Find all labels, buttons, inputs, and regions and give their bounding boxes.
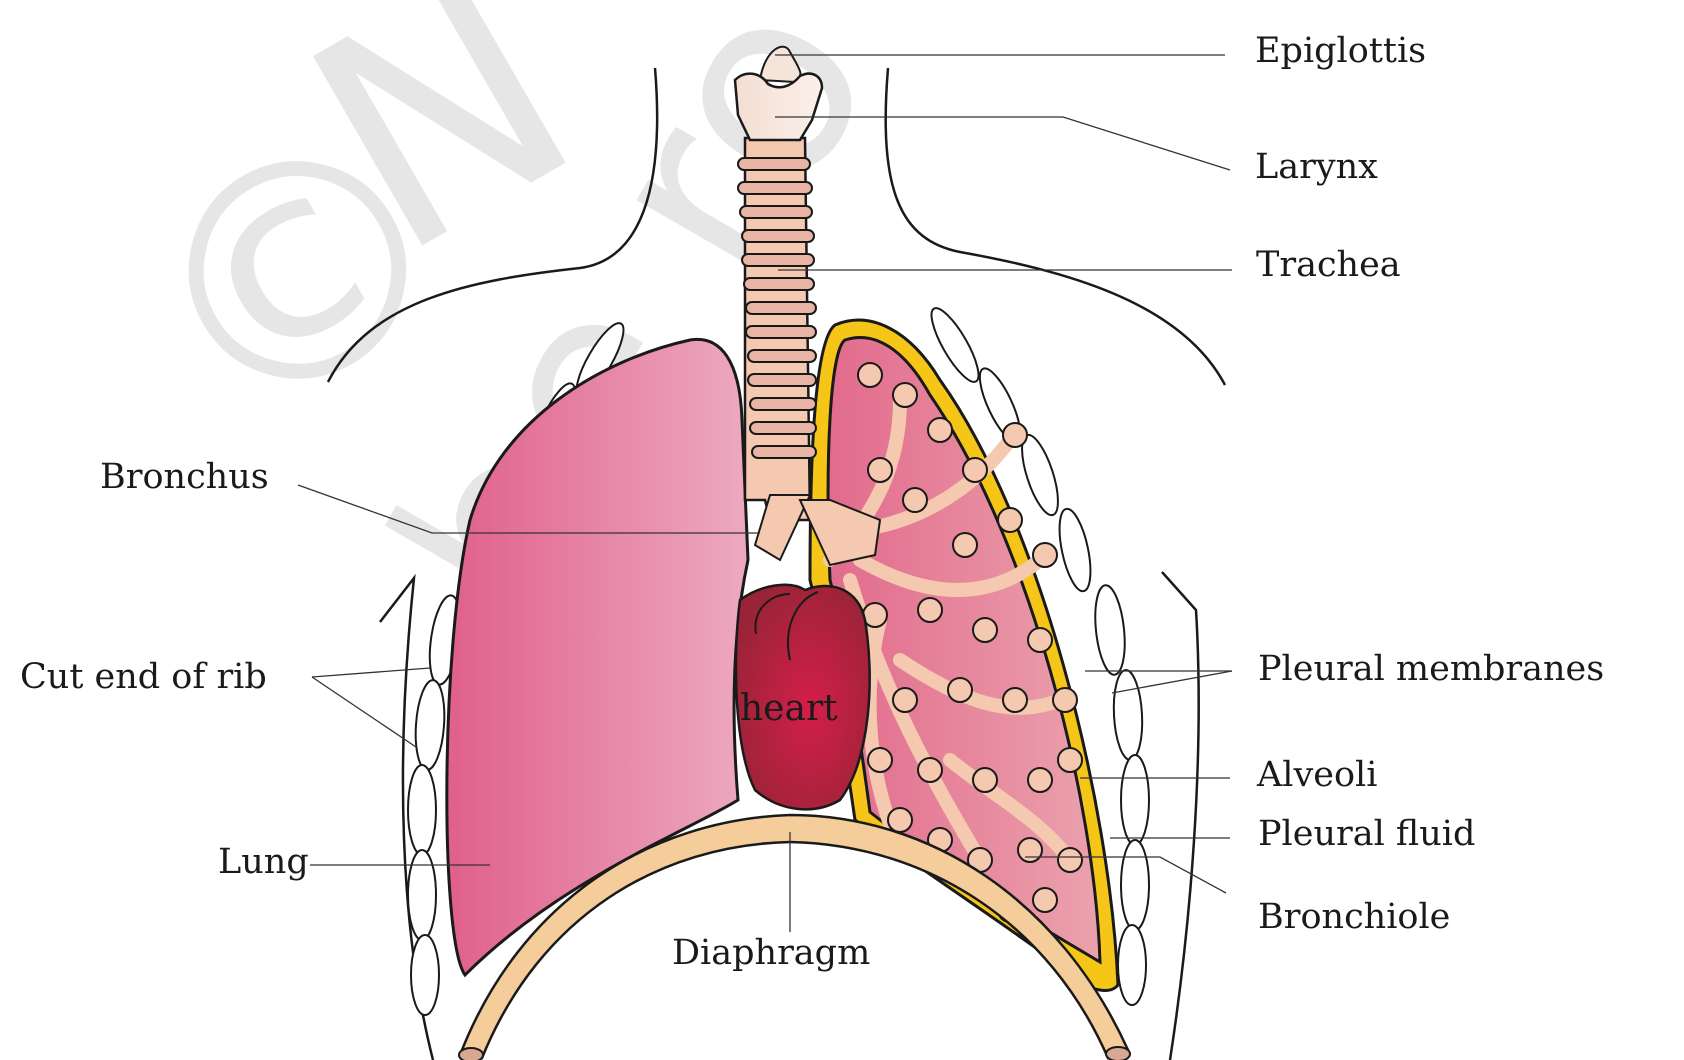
larynx	[733, 72, 824, 142]
epiglottis	[758, 45, 802, 84]
label-diaphragm: Diaphragm	[672, 933, 871, 973]
left-lung	[445, 337, 750, 978]
label-lung: Lung	[218, 842, 309, 882]
label-trachea: Trachea	[1256, 245, 1401, 285]
body-outline	[326, 67, 1227, 1060]
tracheal-rings	[737, 157, 817, 459]
label-alveoli: Alveoli	[1257, 755, 1378, 795]
label-bronchiole: Bronchiole	[1258, 897, 1451, 937]
label-epiglottis: Epiglottis	[1255, 31, 1427, 71]
left-bronchus	[753, 494, 812, 562]
label-cut-end-of-rib: Cut end of rib	[20, 657, 267, 697]
label-larynx: Larynx	[1255, 147, 1378, 187]
right-bronchus	[798, 499, 882, 567]
heart	[734, 583, 871, 811]
leader-lines	[297, 54, 1233, 932]
right-rib-chain	[930, 307, 1150, 1006]
label-pleural-membranes: Pleural membranes	[1258, 649, 1605, 689]
label-heart: heart	[740, 688, 838, 729]
label-pleural-fluid: Pleural fluid	[1258, 814, 1476, 854]
label-bronchus: Bronchus	[100, 457, 269, 497]
